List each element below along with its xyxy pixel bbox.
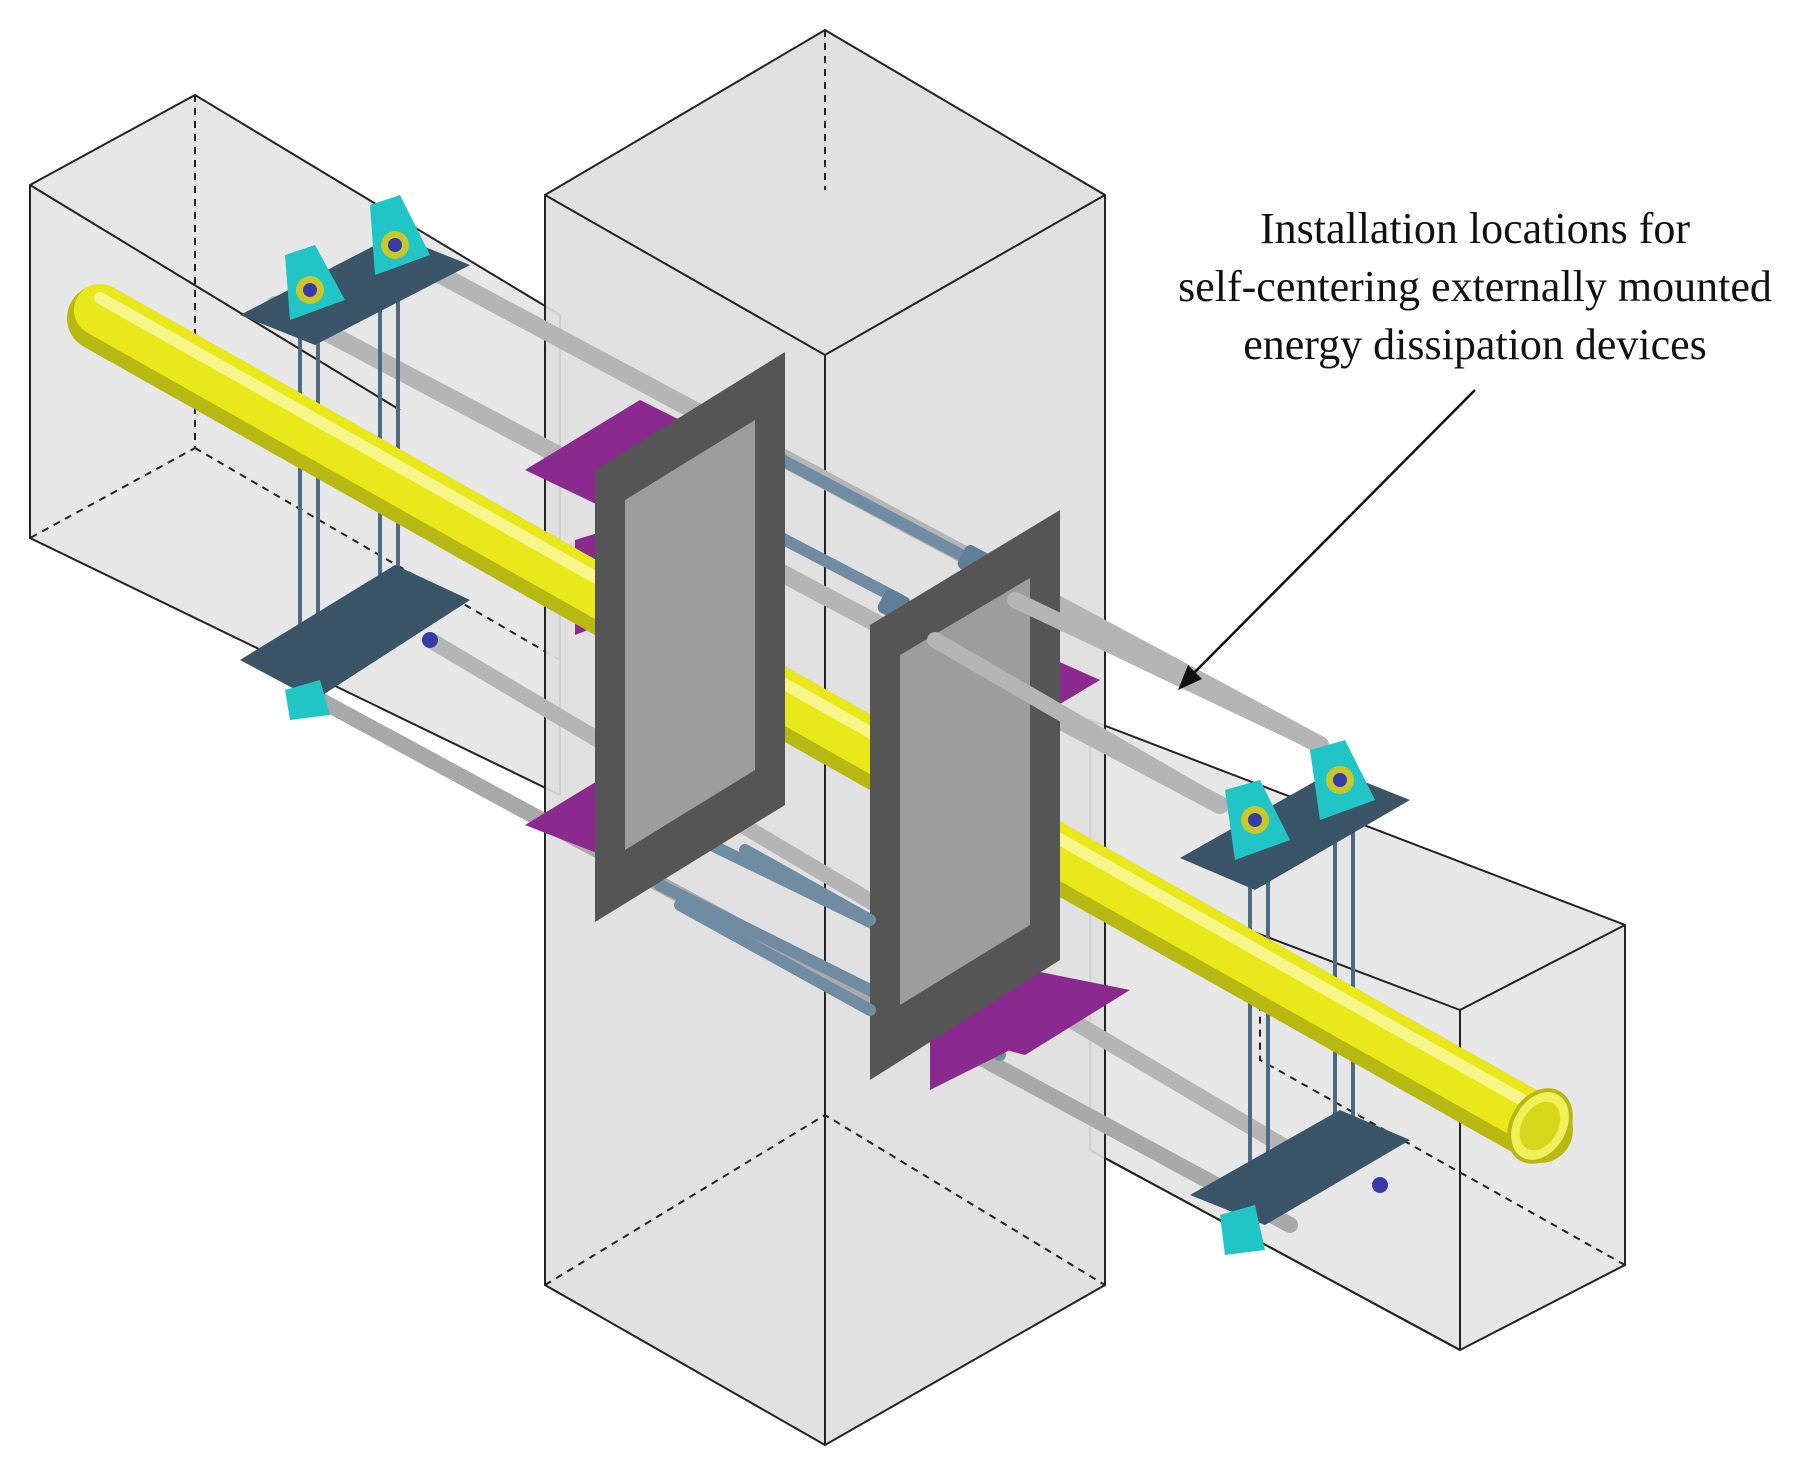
energy-dissipation-devices xyxy=(285,195,1388,1255)
annotation-line-3: energy dissipation devices xyxy=(1243,320,1707,369)
annotation-line-2: self-centering externally mounted xyxy=(1178,262,1772,311)
device-top-left-2 xyxy=(370,195,430,275)
device-right-2 xyxy=(1310,740,1375,820)
front-rods xyxy=(674,592,1328,1016)
device-bottom-left xyxy=(285,632,438,720)
steel-frame-left xyxy=(595,352,785,922)
annotation-label: Installation locations for self-centerin… xyxy=(1125,200,1820,374)
vertical-tie-rods xyxy=(298,255,1355,1185)
device-right-1 xyxy=(1225,780,1290,860)
device-top-left-1 xyxy=(285,245,345,320)
annotation-arrow xyxy=(1178,389,1476,690)
device-bottom-right xyxy=(1220,1177,1388,1255)
yellow-pipe xyxy=(67,284,1573,1164)
annotation-line-1: Installation locations for xyxy=(1259,204,1691,253)
steel-frame-right xyxy=(870,510,1060,1080)
